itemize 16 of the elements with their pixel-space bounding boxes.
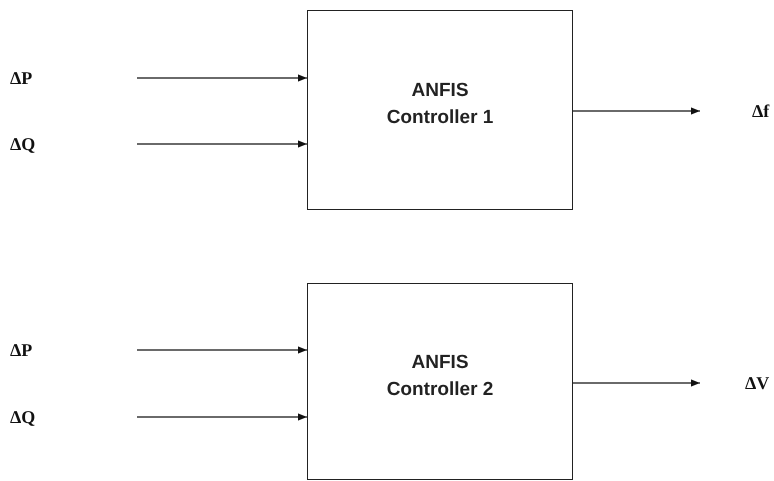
input-signal-label: ΔP xyxy=(10,67,32,90)
block-label: ANFIS Controller 2 xyxy=(386,350,494,402)
input-signal-label: ΔP xyxy=(10,339,32,362)
input-signal-label: ΔQ xyxy=(10,406,36,429)
arrow xyxy=(137,346,307,354)
arrow xyxy=(573,107,700,115)
block-label: ANFIS Controller 1 xyxy=(386,79,494,130)
arrow xyxy=(137,413,307,421)
output-signal-label: Δf xyxy=(752,99,770,123)
input-signal-label: ΔQ xyxy=(10,133,36,156)
output-signal-label: ΔV xyxy=(745,371,770,395)
controller-block xyxy=(307,283,573,480)
arrow xyxy=(137,74,307,82)
arrow xyxy=(573,379,700,387)
arrow xyxy=(137,140,307,148)
controller-block xyxy=(307,10,573,210)
